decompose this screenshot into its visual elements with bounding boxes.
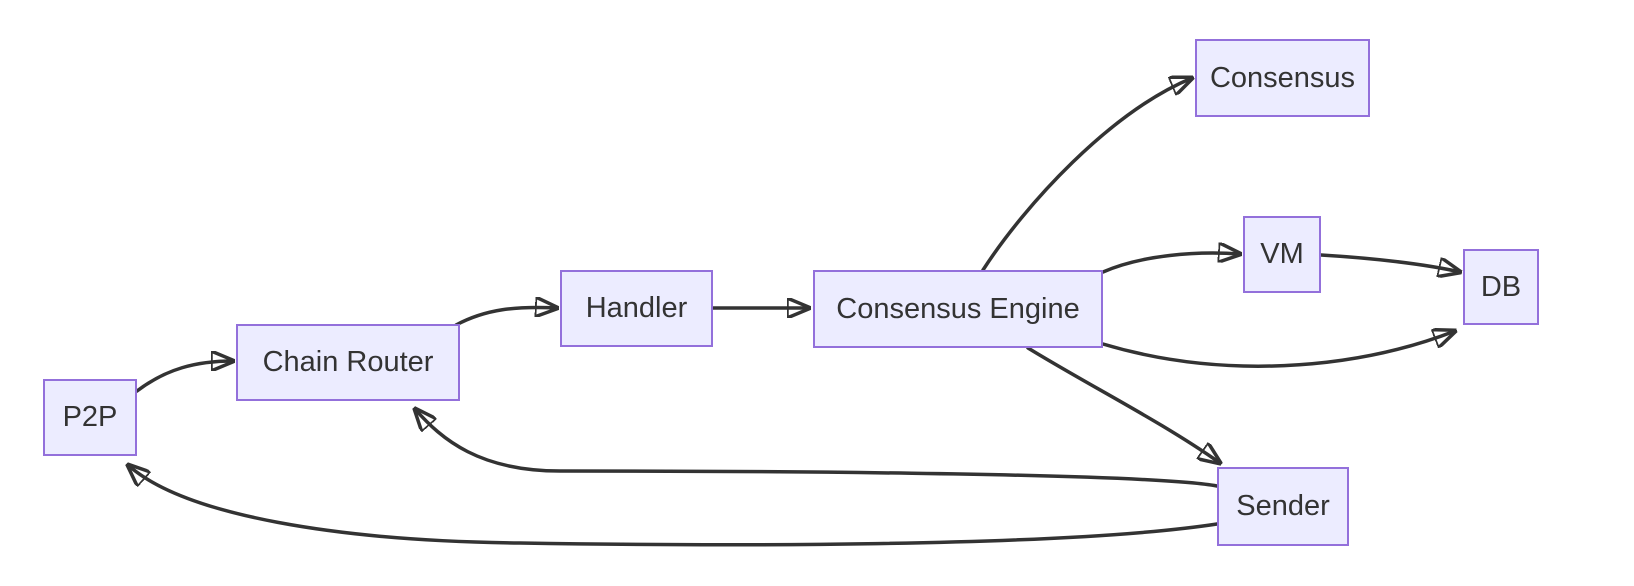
edge-consensus-engine-to-sender — [1026, 346, 1220, 463]
edge-consensus-engine-to-vm — [1101, 253, 1240, 274]
node-chain-router: Chain Router — [236, 324, 460, 401]
node-sender: Sender — [1217, 467, 1349, 546]
edge-sender-to-p2p — [128, 465, 1219, 547]
edge-p2p-to-chain-router — [135, 361, 233, 393]
node-consensus: Consensus — [1195, 39, 1370, 117]
edge-chain-router-to-handler — [454, 307, 557, 327]
edge-consensus-engine-to-consensus — [981, 78, 1192, 272]
edge-consensus-engine-to-db — [1101, 331, 1455, 368]
node-db: DB — [1463, 249, 1539, 325]
edge-sender-to-chain-router — [415, 409, 1219, 488]
edge-vm-to-db — [1319, 253, 1460, 272]
node-consensus-engine: Consensus Engine — [813, 270, 1103, 348]
node-handler: Handler — [560, 270, 713, 347]
node-vm: VM — [1243, 216, 1321, 293]
node-p2p: P2P — [43, 379, 137, 456]
